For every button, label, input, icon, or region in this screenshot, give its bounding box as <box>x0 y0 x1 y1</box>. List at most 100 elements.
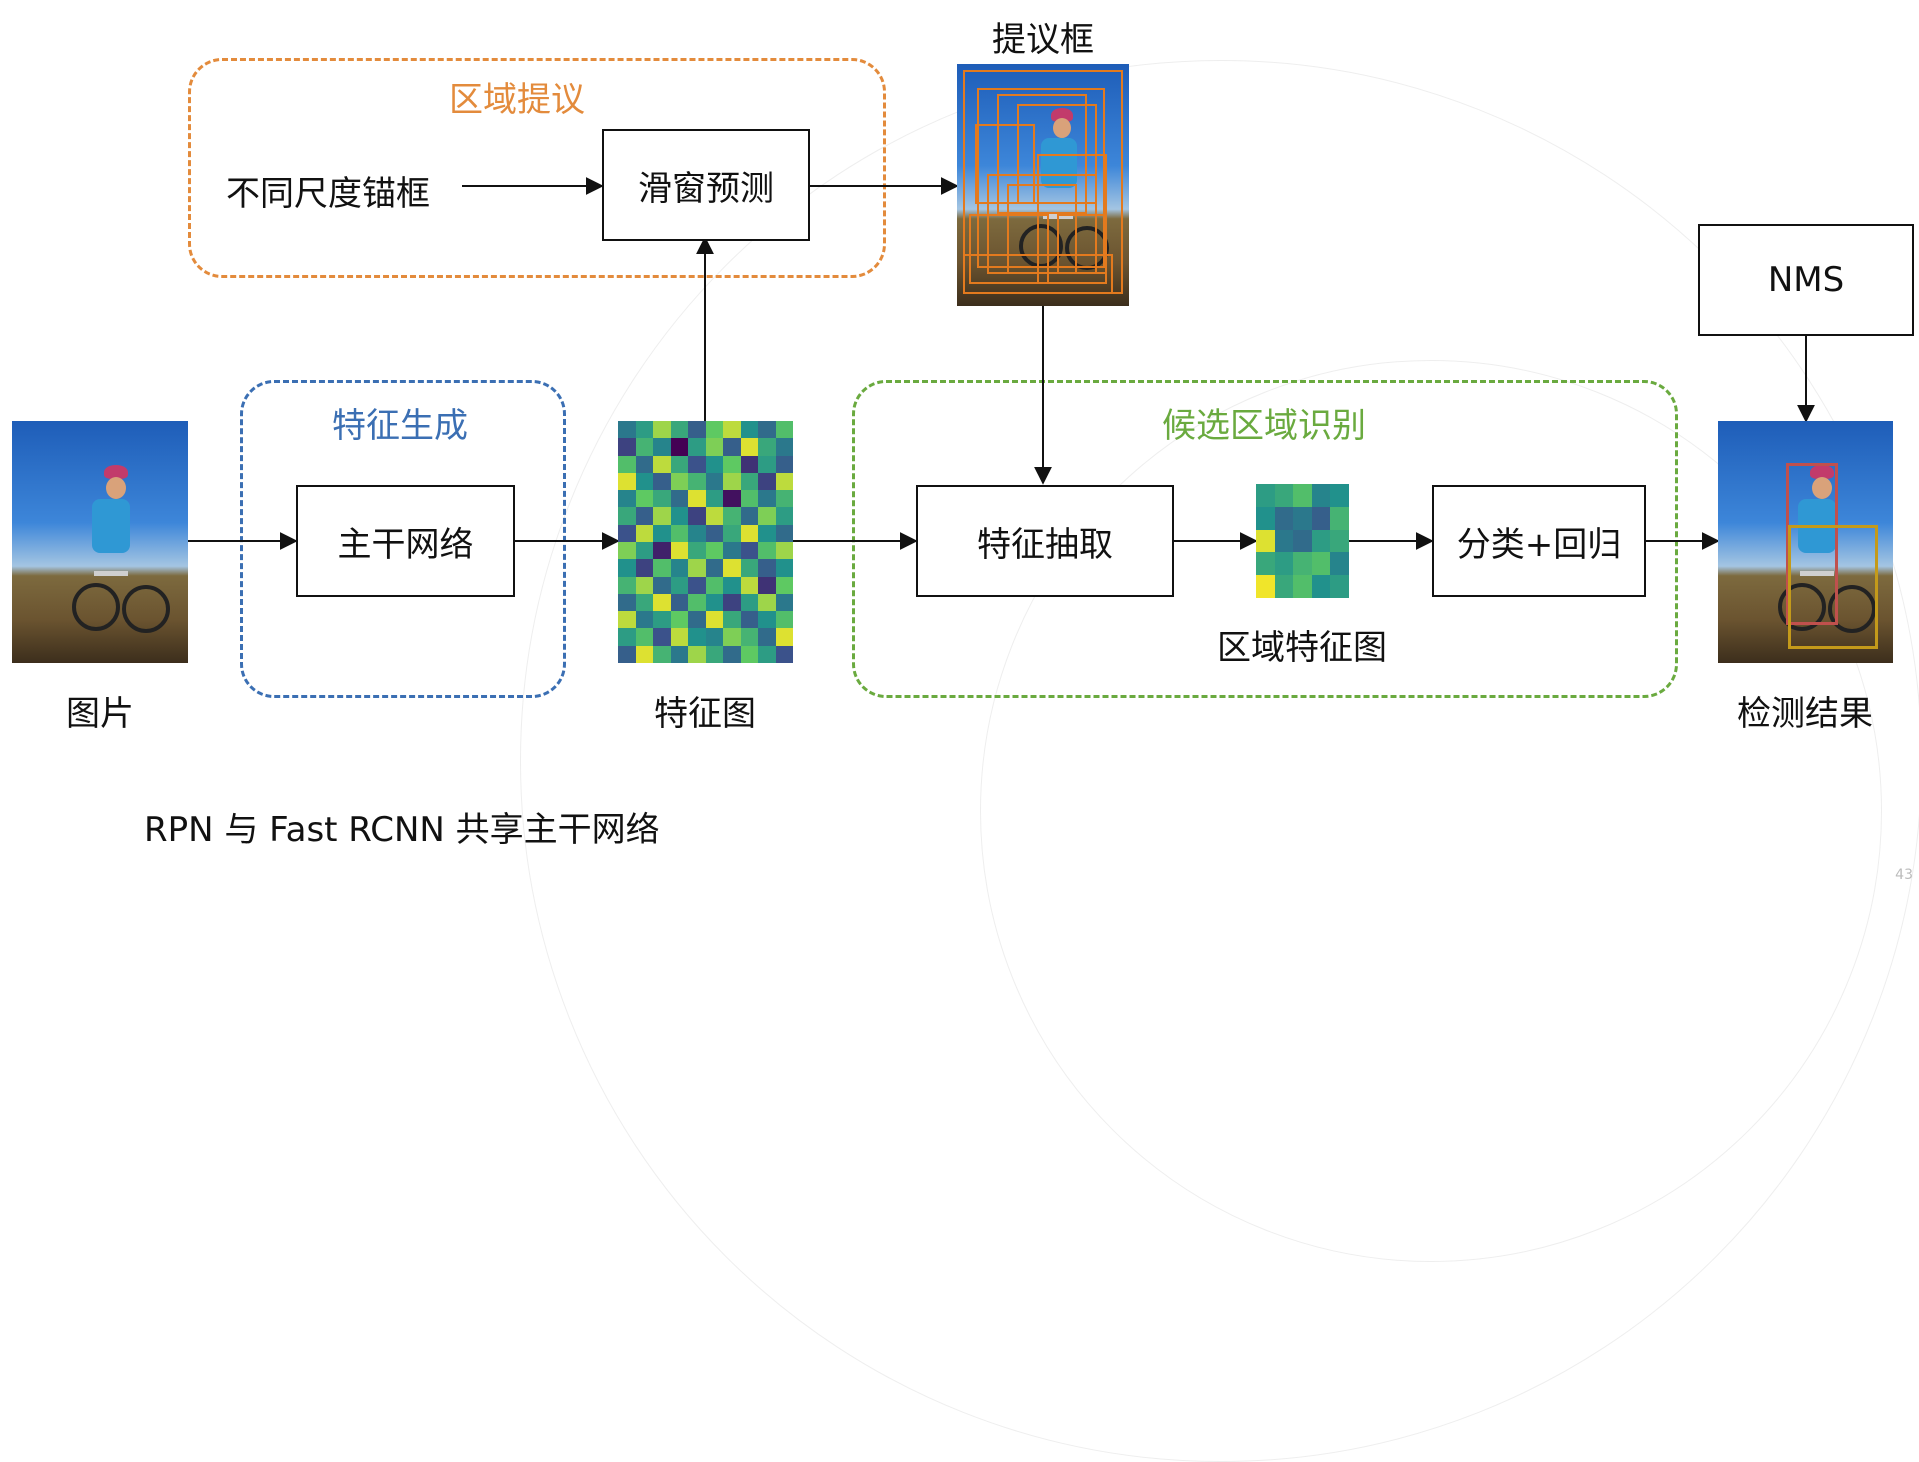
heatmap-cell <box>723 524 741 542</box>
heatmap-cell <box>1330 484 1349 507</box>
detection-box-person <box>1786 463 1838 625</box>
heatmap-cell <box>723 611 741 629</box>
heatmap-cell <box>653 611 671 629</box>
heatmap-cell <box>1330 506 1349 530</box>
heatmap-cell <box>775 507 793 525</box>
heatmap-cell <box>688 472 706 491</box>
heatmap-cell <box>1311 575 1331 598</box>
heatmap-cell <box>758 490 776 508</box>
heatmap-cell <box>758 438 776 456</box>
heatmap-cell <box>775 438 793 456</box>
heatmap-cell <box>653 576 671 594</box>
feature-extract-label: 特征抽取 <box>977 524 1113 565</box>
heatmap-cell <box>1274 529 1294 553</box>
region-feature-map <box>1256 484 1349 598</box>
proposal-box <box>1057 214 1107 274</box>
heatmap-cell <box>670 490 688 508</box>
heatmap-cell <box>635 490 653 508</box>
heatmap-cell <box>723 421 741 439</box>
heatmap-cell <box>758 421 776 439</box>
heatmap-cell <box>670 542 688 560</box>
heatmap-cell <box>618 645 636 663</box>
heatmap-cell <box>618 559 636 577</box>
sliding-window-label: 滑窗预测 <box>638 168 774 209</box>
proposal-box <box>969 214 1049 284</box>
proposals-image <box>957 64 1129 306</box>
heatmap-cell <box>758 542 776 560</box>
detection-box-bicycle <box>1788 525 1878 649</box>
heatmap-cell <box>688 542 706 560</box>
heatmap-cell <box>740 421 758 439</box>
heatmap-cell <box>705 421 723 439</box>
heatmap-cell <box>618 455 636 473</box>
heatmap-cell <box>618 593 636 612</box>
heatmap-cell <box>618 490 636 508</box>
heatmap-cell <box>670 438 688 456</box>
heatmap-cell <box>1256 484 1275 507</box>
heatmap-cell <box>723 455 741 473</box>
heatmap-cell <box>670 611 688 629</box>
backbone-box: 主干网络 <box>296 485 515 597</box>
detection-result-image <box>1718 421 1893 663</box>
heatmap-cell <box>653 472 671 491</box>
heatmap-cell <box>653 628 671 646</box>
heatmap-cell <box>775 645 793 663</box>
heatmap-cell <box>1311 484 1331 507</box>
heatmap-cell <box>705 455 723 473</box>
nms-label: NMS <box>1767 260 1845 300</box>
heatmap-cell <box>723 438 741 456</box>
heatmap-cell <box>1311 552 1331 576</box>
heatmap-cell <box>705 611 723 629</box>
heatmap-cell <box>775 524 793 542</box>
footer-note: RPN 与 Fast RCNN 共享主干网络 <box>144 810 660 850</box>
heatmap-cell <box>653 645 671 663</box>
feature-group-frame <box>240 380 566 698</box>
heatmap-cell <box>1293 484 1312 507</box>
heatmap-cell <box>688 593 706 612</box>
heatmap-cell <box>688 524 706 542</box>
heatmap-cell <box>1293 552 1312 576</box>
heatmap-cell <box>1256 529 1275 553</box>
connector-arrows <box>188 177 1815 550</box>
feature-map <box>618 421 793 663</box>
heatmap-cell <box>653 455 671 473</box>
recognition-group-frame <box>852 380 1678 698</box>
page-number: 43 <box>1895 867 1913 883</box>
heatmap-cell <box>635 421 653 439</box>
nms-box: NMS <box>1698 224 1914 336</box>
heatmap-cell <box>618 542 636 560</box>
heatmap-cell <box>1274 506 1294 530</box>
proposals-title: 提议框 <box>992 20 1094 60</box>
heatmap-cell <box>1293 506 1312 530</box>
heatmap-cell <box>1293 575 1312 598</box>
heatmap-cell <box>775 455 793 473</box>
heatmap-cell <box>740 576 758 594</box>
heatmap-cell <box>740 559 758 577</box>
heatmap-cell <box>723 593 741 612</box>
heatmap-cell <box>723 559 741 577</box>
heatmap-cell <box>635 438 653 456</box>
heatmap-cell <box>1330 552 1349 576</box>
classify-regress-label: 分类+回归 <box>1456 524 1622 565</box>
heatmap-cell <box>1311 529 1331 553</box>
heatmap-cell <box>1274 552 1294 576</box>
heatmap-cell <box>635 455 653 473</box>
heatmap-cell <box>723 576 741 594</box>
heatmap-cell <box>775 490 793 508</box>
heatmap-cell <box>775 593 793 612</box>
heatmap-cell <box>670 645 688 663</box>
input-image <box>12 421 188 663</box>
proposal-group-title: 区域提议 <box>449 80 585 120</box>
heatmap-cell <box>740 507 758 525</box>
heatmap-cell <box>758 507 776 525</box>
heatmap-cell <box>740 490 758 508</box>
heatmap-cell <box>688 507 706 525</box>
heatmap-cell <box>670 559 688 577</box>
heatmap-cell <box>705 593 723 612</box>
heatmap-cell <box>1274 484 1294 507</box>
heatmap-cell <box>653 542 671 560</box>
heatmap-cell <box>635 559 653 577</box>
heatmap-cell <box>740 524 758 542</box>
heatmap-cell <box>688 455 706 473</box>
heatmap-cell <box>1311 506 1331 530</box>
